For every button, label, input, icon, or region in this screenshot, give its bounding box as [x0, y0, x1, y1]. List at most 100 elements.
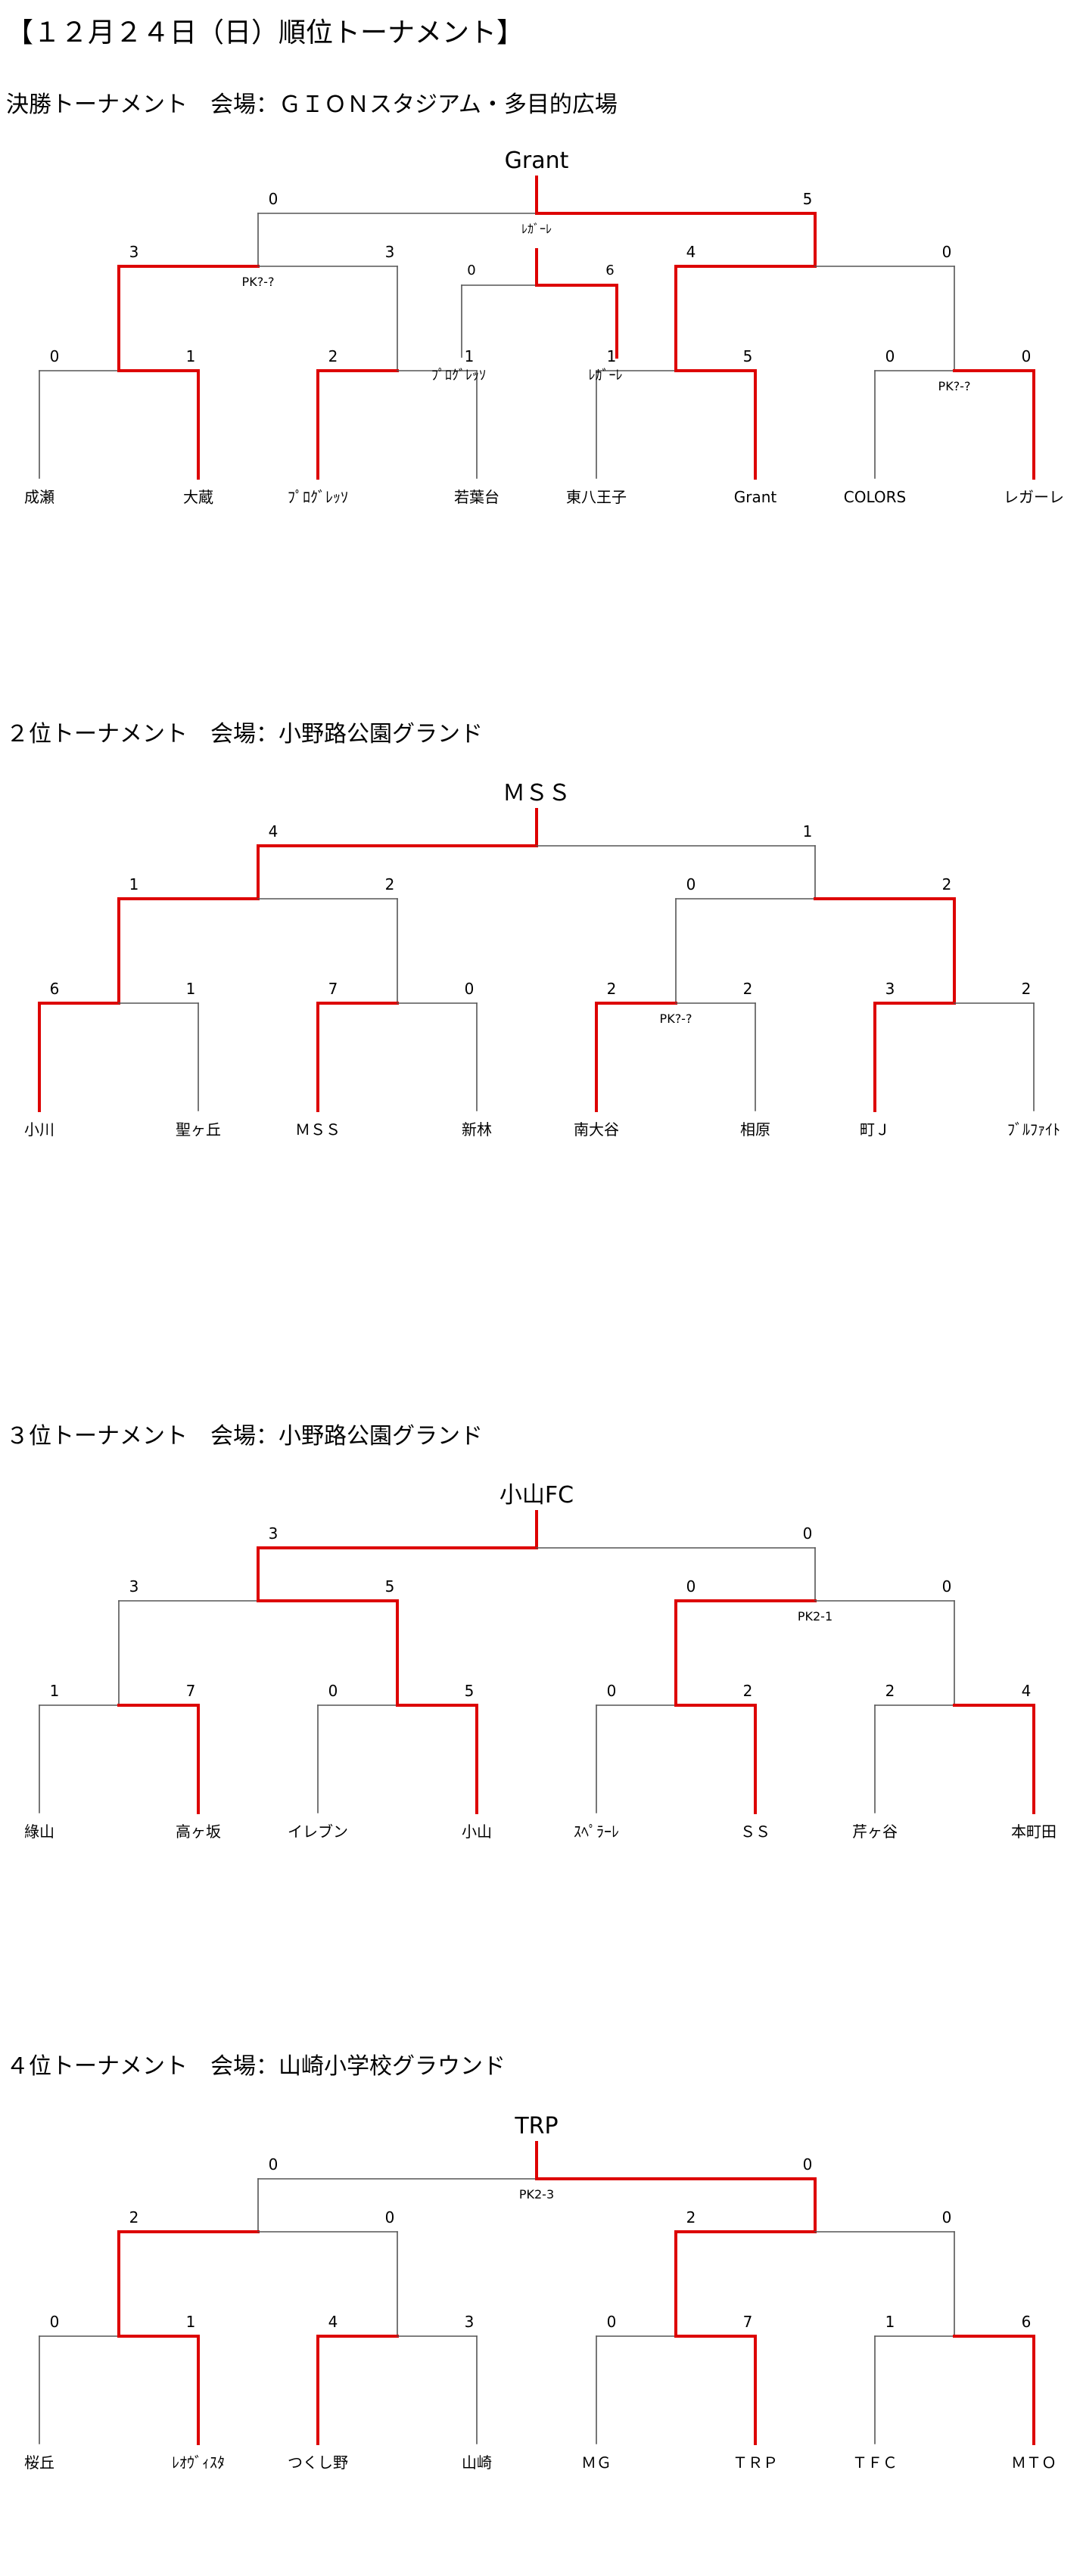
section-title-2nd: ２位トーナメント 会場：小野路公園グランド: [6, 721, 483, 747]
team-name: イレブン: [288, 1822, 348, 1841]
final-1-score-left: 4: [269, 822, 279, 841]
team-name: ＭＧ: [581, 2453, 612, 2472]
semi-2-1-note: PK2-1: [798, 1609, 832, 1624]
team-name: 小山: [462, 1822, 492, 1841]
semi-2-0-score-left: 3: [129, 1577, 139, 1596]
r1-0-2-score-right: 5: [743, 347, 753, 365]
r1-0-0-score-left: 0: [50, 347, 60, 365]
champion-name-0: Grant: [505, 148, 569, 174]
r1-2-2-score-right: 2: [743, 1682, 753, 1700]
r1-1-2-note: PK?-?: [660, 1011, 692, 1026]
team-name: 高ヶ坂: [176, 1822, 221, 1841]
team-name: 南大谷: [574, 1120, 619, 1139]
r1-2-1-score-right: 5: [465, 1682, 475, 1700]
section-title-4th: ４位トーナメント 会場：山崎小学校グラウンド: [6, 2053, 506, 2080]
final-2-score-right: 0: [803, 1524, 813, 1543]
third-score-left: 0: [467, 263, 475, 278]
r1-2-0-score-left: 1: [50, 1682, 60, 1700]
final-0-score-right: 5: [803, 190, 813, 208]
r1-3-2-score-right: 7: [743, 2313, 753, 2331]
team-name: 桜丘: [24, 2453, 54, 2472]
r1-1-1-score-right: 0: [465, 980, 475, 998]
team-name: ﾌﾟﾛｸﾞﾚｯｿ: [288, 488, 348, 506]
team-name: ＭＳＳ: [295, 1120, 341, 1139]
final-2-score-left: 3: [269, 1524, 279, 1543]
r1-0-2-score-left: 1: [607, 347, 617, 365]
champion-name-1: ＭＳＳ: [503, 780, 571, 806]
team-name: ＴＲＰ: [733, 2453, 778, 2472]
r1-3-1-score-left: 4: [328, 2313, 338, 2331]
team-name: 本町田: [1011, 1822, 1057, 1841]
r1-0-1-score-left: 2: [328, 347, 338, 365]
r1-1-1-score-left: 7: [328, 980, 338, 998]
team-name: ﾌﾞﾙﾌｧｲﾄ: [1007, 1120, 1060, 1139]
semi-3-1-score-left: 2: [686, 2208, 696, 2226]
semi-0-0-score-left: 3: [129, 243, 139, 261]
team-name: 町Ｊ: [860, 1120, 890, 1139]
section-title-3rd: ３位トーナメント 会場：小野路公園グランド: [6, 1423, 483, 1450]
team-name: 小川: [24, 1120, 54, 1139]
team-name: Grant: [734, 488, 777, 506]
semi-0-0-note: PK?-?: [242, 275, 275, 289]
final-0-score-left: 0: [269, 190, 279, 208]
team-name: 新林: [462, 1120, 492, 1139]
third-score-right: 6: [605, 263, 614, 278]
champion-name-3: TRP: [514, 2113, 558, 2139]
final-3-note: PK2-3: [519, 2187, 554, 2202]
r1-0-3-score-right: 0: [1022, 347, 1032, 365]
team-name: ﾚｵｳﾞｨｽﾀ: [172, 2453, 225, 2472]
team-name: 綠山: [24, 1822, 54, 1841]
r1-3-3-score-right: 6: [1022, 2313, 1032, 2331]
section-title-final: 決勝トーナメント 会場：ＧＩＯＮスタジアム・多目的広場: [6, 92, 618, 118]
semi-0-0-score-right: 3: [385, 243, 395, 261]
semi-0-1-score-left: 4: [686, 243, 696, 261]
r1-0-3-note: PK?-?: [938, 379, 971, 393]
team-name: 東八王子: [566, 488, 627, 506]
r1-3-0-score-right: 1: [186, 2313, 196, 2331]
final-3-score-left: 0: [269, 2155, 279, 2174]
r1-2-3-score-right: 4: [1022, 1682, 1032, 1700]
final-1-score-right: 1: [803, 822, 813, 841]
semi-2-1-score-left: 0: [686, 1577, 696, 1596]
team-name: 成瀬: [24, 488, 54, 506]
r1-1-3-score-left: 3: [885, 980, 895, 998]
r1-2-3-score-left: 2: [885, 1682, 895, 1700]
semi-3-0-score-left: 2: [129, 2208, 139, 2226]
team-name: ｽﾍﾟﾗｰﾚ: [574, 1822, 619, 1841]
r1-2-0-score-right: 7: [186, 1682, 196, 1700]
final-0-note: ﾚｶﾞｰﾚ: [521, 222, 552, 236]
team-name: ＭＴＯ: [1011, 2453, 1057, 2472]
semi-1-0-score-left: 1: [129, 875, 139, 893]
r1-0-1-score-right: 1: [465, 347, 475, 365]
team-name: COLORS: [844, 488, 906, 506]
team-name: 相原: [740, 1120, 770, 1139]
semi-0-1-score-right: 0: [942, 243, 952, 261]
r1-1-3-score-right: 2: [1022, 980, 1032, 998]
r1-3-1-score-right: 3: [465, 2313, 475, 2331]
semi-3-1-score-right: 0: [942, 2208, 952, 2226]
team-name: 聖ヶ丘: [176, 1120, 221, 1139]
r1-0-3-score-left: 0: [885, 347, 895, 365]
semi-2-0-score-right: 5: [385, 1577, 395, 1596]
r1-1-2-score-left: 2: [607, 980, 617, 998]
semi-2-1-score-right: 0: [942, 1577, 952, 1596]
r1-2-2-score-left: 0: [607, 1682, 617, 1700]
team-name: つくし野: [288, 2453, 348, 2472]
semi-1-0-score-right: 2: [385, 875, 395, 893]
semi-1-1-score-left: 0: [686, 875, 696, 893]
third-team-left: ﾌﾟﾛｸﾞﾚｯｿ: [431, 368, 486, 384]
team-name: ＴＦＣ: [852, 2453, 898, 2472]
r1-3-2-score-left: 0: [607, 2313, 617, 2331]
team-name: 大蔵: [183, 488, 213, 506]
r1-0-0-score-right: 1: [186, 347, 196, 365]
page-title: 【１２月２４日（日）順位トーナメント】: [6, 17, 524, 48]
team-name: ＳＳ: [740, 1822, 770, 1841]
r1-3-3-score-left: 1: [885, 2313, 895, 2331]
r1-3-0-score-left: 0: [50, 2313, 60, 2331]
team-name: 若葉台: [454, 488, 499, 506]
third-team-right: ﾚｶﾞｰﾚ: [589, 368, 623, 384]
semi-1-1-score-right: 2: [942, 875, 952, 893]
semi-3-0-score-right: 0: [385, 2208, 395, 2226]
team-name: 山崎: [462, 2453, 492, 2472]
